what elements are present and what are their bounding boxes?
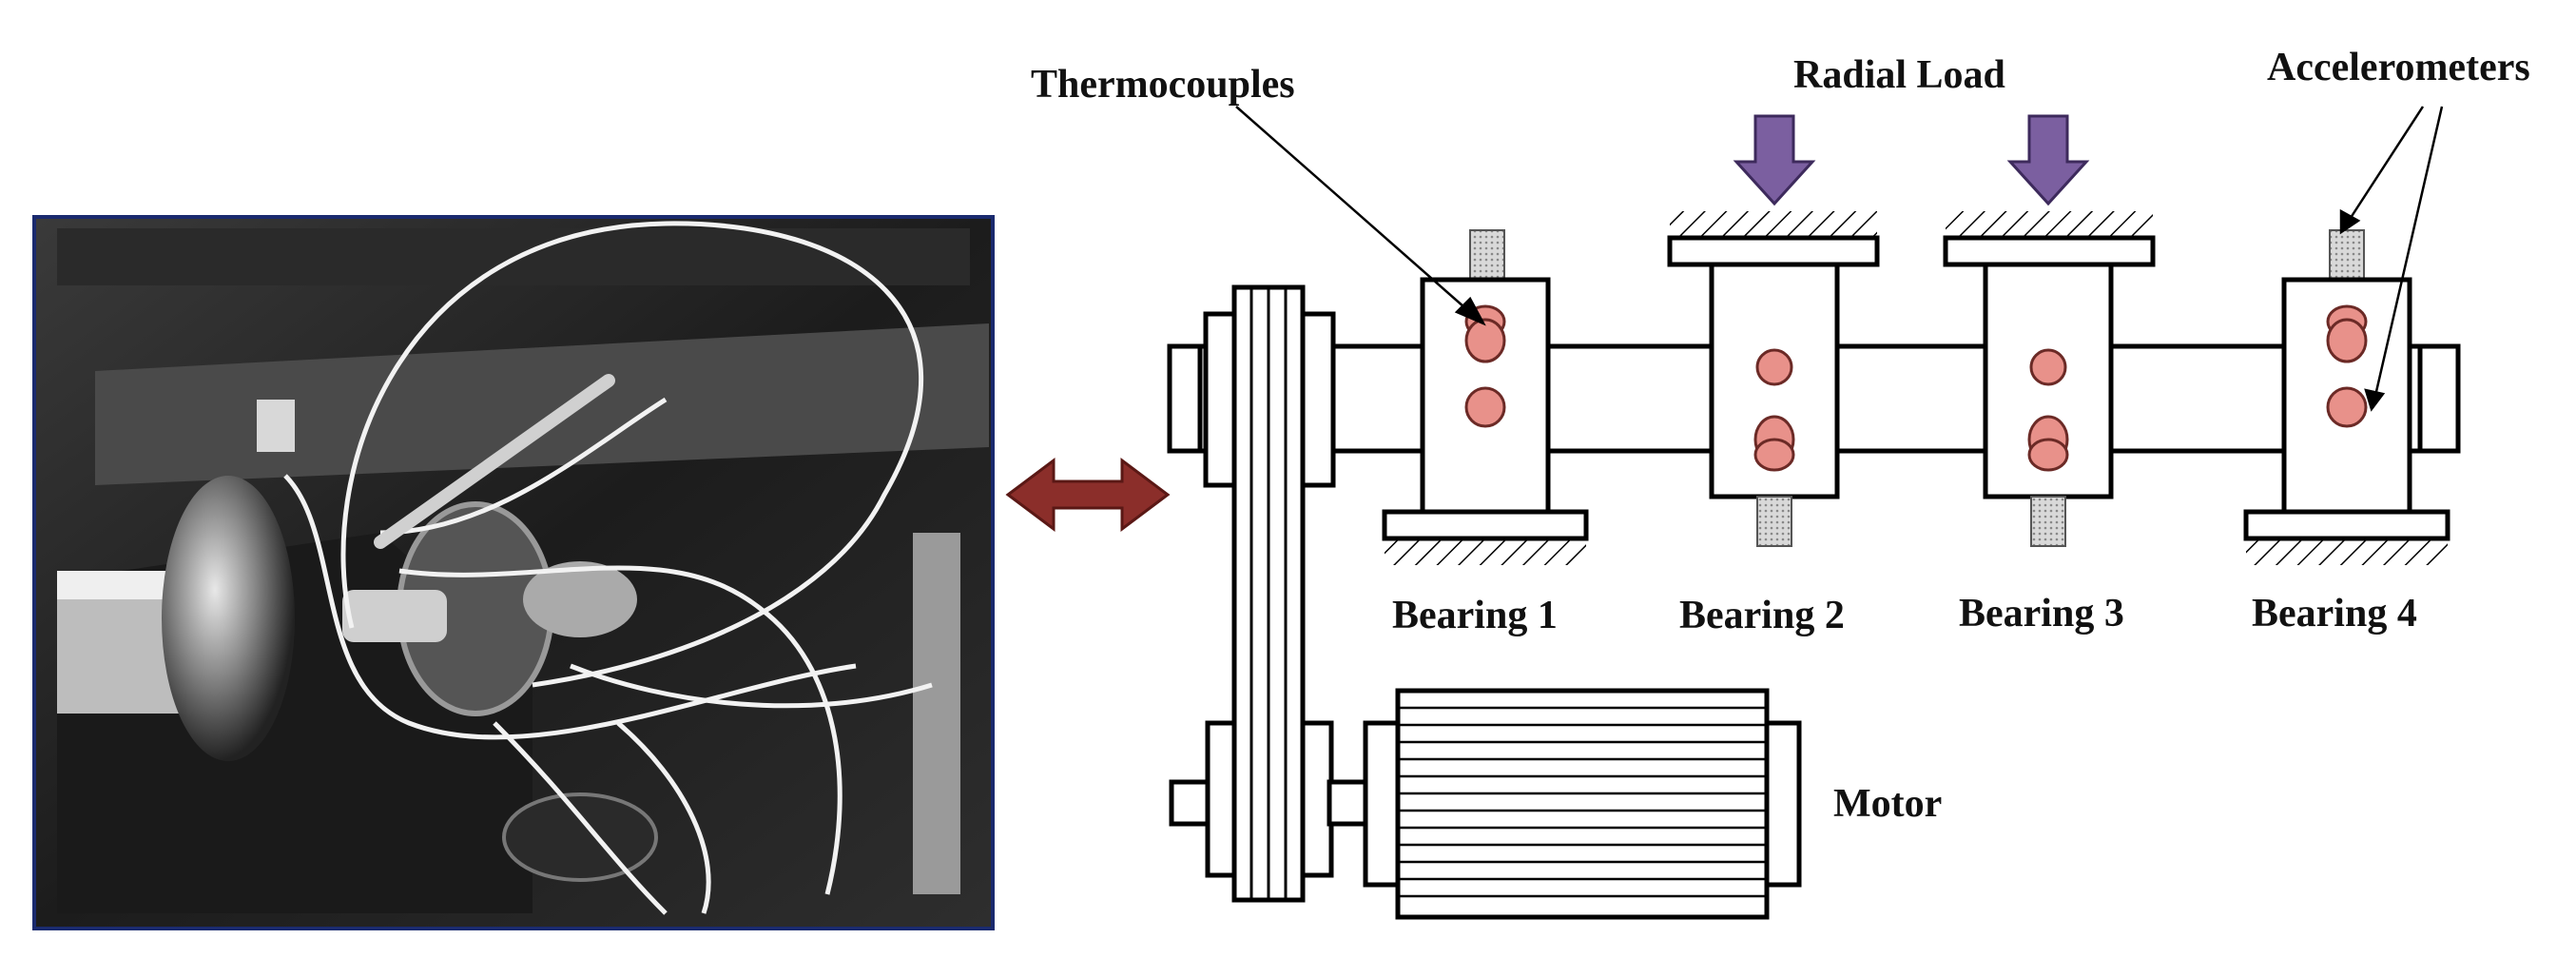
thermocouple-4 <box>2326 304 2368 428</box>
bearing-3-label: Bearing 3 <box>1959 592 2124 636</box>
photo-crossbeam <box>95 323 989 485</box>
photo-probe <box>374 374 615 549</box>
motor-label: Motor <box>1833 782 1942 826</box>
accelerometers-leader-1 <box>2347 106 2425 222</box>
bearing-1-label: Bearing 1 <box>1392 594 1558 637</box>
accelerometers-arrowhead-2 <box>2364 388 2386 412</box>
bearing-1 <box>1382 229 1589 565</box>
bearing-3 <box>1943 114 2156 547</box>
bearing-2 <box>1667 114 1880 547</box>
accelerometers-arrowhead-1 <box>2339 208 2361 235</box>
motor <box>1327 688 1802 920</box>
drive-belt <box>1231 284 1306 903</box>
bearing-4 <box>2243 229 2450 565</box>
accelerometers-label: Accelerometers <box>2267 46 2530 89</box>
radial-load-label: Radial Load <box>1793 53 2005 97</box>
radial-load-arrow-1 <box>1733 114 1816 206</box>
thermocouples-leader <box>1235 106 1473 315</box>
thermocouples-label: Thermocouples <box>1031 63 1295 107</box>
accelerometer-2 <box>1756 496 1792 547</box>
photo-sensor <box>342 590 447 642</box>
test-rig-photo <box>32 215 995 930</box>
accelerometers-leader-2 <box>2373 106 2444 397</box>
motor-fins <box>1398 706 1767 898</box>
photo-bearing-housing <box>162 476 295 761</box>
leader-lines <box>1235 106 2444 412</box>
accelerometer-3 <box>2030 496 2066 547</box>
bearing-4-label: Bearing 4 <box>2252 592 2417 636</box>
thermocouple-2 <box>1753 348 1795 472</box>
bearing-2-label: Bearing 2 <box>1679 594 1845 637</box>
thermocouple-3 <box>2027 348 2069 472</box>
accelerometer-1 <box>1469 229 1505 281</box>
link-double-arrow <box>1005 458 1171 532</box>
radial-load-arrow-2 <box>2006 114 2090 206</box>
photo-wires <box>283 221 933 915</box>
accelerometer-4 <box>2329 229 2365 281</box>
thermocouples-arrowhead <box>1454 296 1486 326</box>
